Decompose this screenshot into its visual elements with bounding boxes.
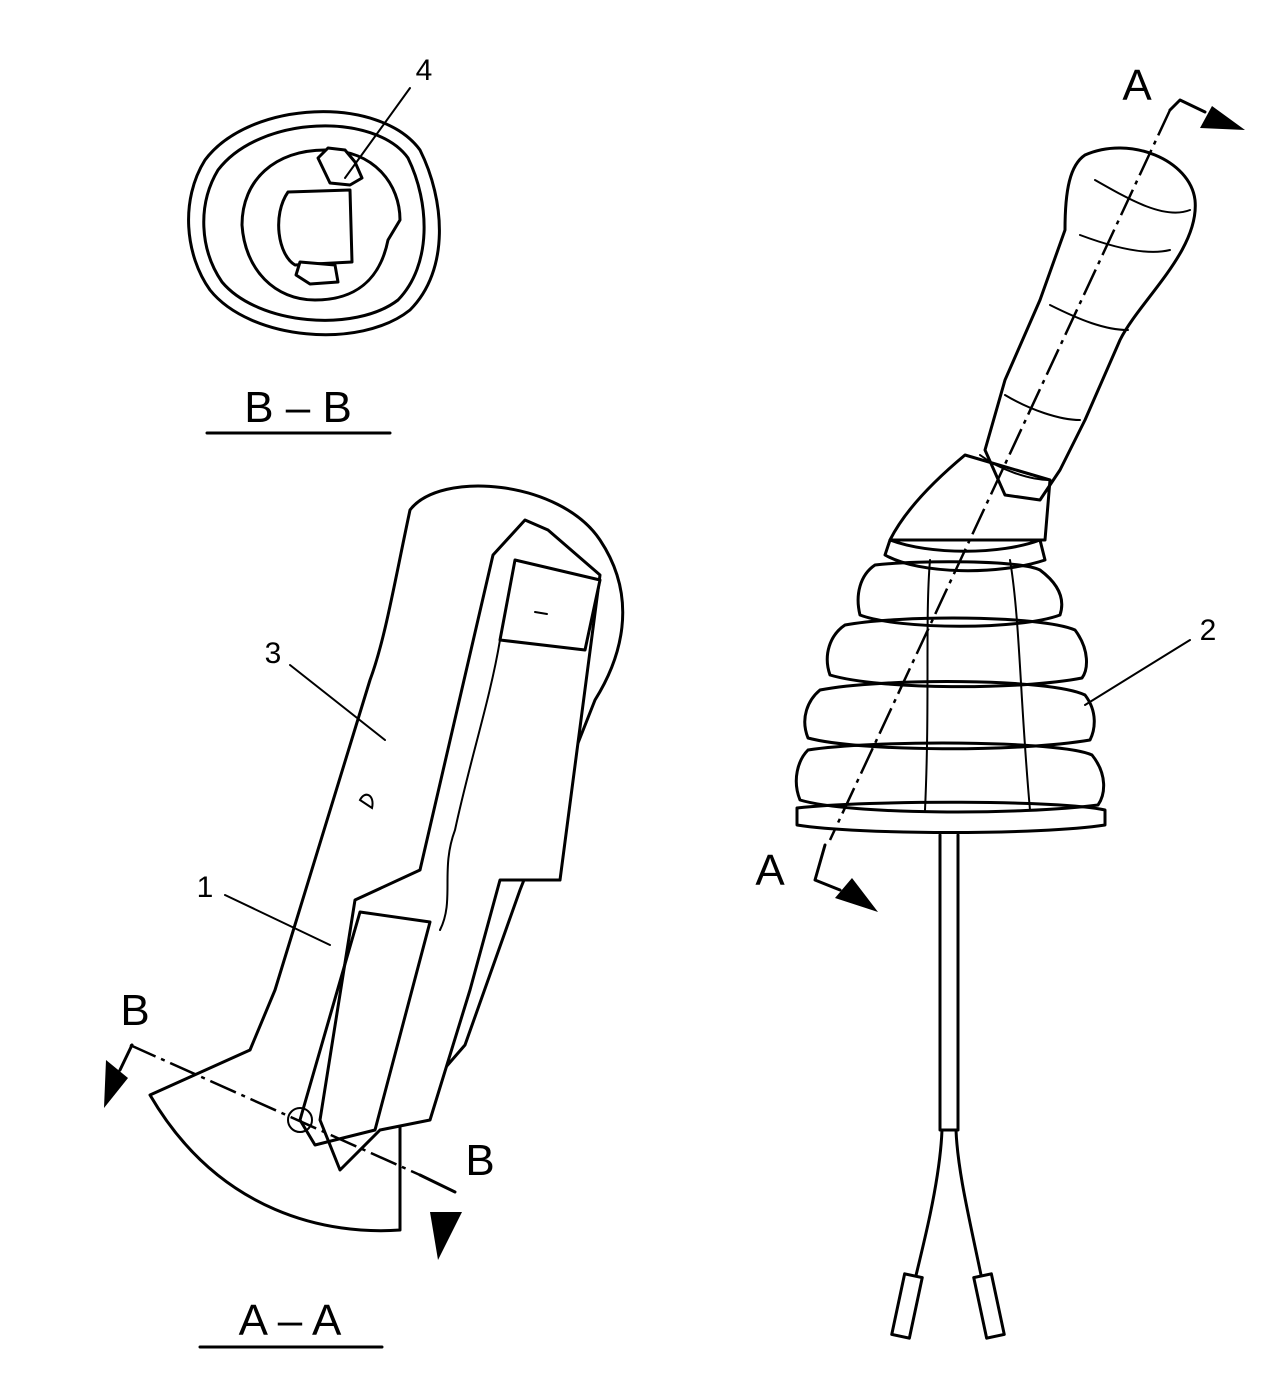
section-aa-view: B B 1 3 A – A bbox=[104, 484, 625, 1349]
aa-switch-block bbox=[498, 558, 602, 652]
boot-top bbox=[883, 538, 1047, 573]
bb-top-notch bbox=[316, 146, 364, 187]
grip-ring-1 bbox=[1049, 304, 1129, 331]
bb-center-bore bbox=[277, 188, 354, 267]
aa-hatched-shaft bbox=[298, 910, 432, 1147]
cut-arrow-bottom bbox=[835, 878, 878, 912]
cut-label-top: A bbox=[1122, 61, 1152, 110]
aa-handle-body bbox=[148, 484, 625, 1233]
section-aa-title: A – A bbox=[239, 1296, 342, 1345]
bb-bottom-notch bbox=[294, 260, 340, 286]
bb-hatched-core bbox=[240, 148, 402, 302]
aa-cut-arrow-right bbox=[430, 1212, 462, 1260]
boot-base bbox=[795, 800, 1107, 834]
callout-3: 3 bbox=[265, 637, 282, 670]
aa-cut-label-right: B bbox=[465, 1136, 494, 1185]
section-bb-view: 4 B – B bbox=[187, 54, 441, 435]
callout-4: 4 bbox=[416, 54, 433, 87]
aa-leader-1 bbox=[224, 894, 331, 946]
cut-tick-bottom bbox=[813, 843, 842, 892]
aa-wire bbox=[439, 639, 501, 931]
aa-cut-line-bb bbox=[129, 1043, 421, 1177]
aa-pivot-hole bbox=[287, 1107, 313, 1133]
callout-1: 1 bbox=[197, 871, 214, 904]
grip-ring-2 bbox=[1004, 394, 1081, 421]
assembly-view: A A 2 bbox=[755, 61, 1245, 1340]
grip-collar bbox=[888, 453, 1052, 542]
boot-fold-4 bbox=[794, 741, 1106, 814]
bb-leader-4 bbox=[344, 87, 411, 179]
boot-fold-3 bbox=[803, 680, 1096, 751]
aa-detent bbox=[358, 793, 374, 810]
cut-arrow-top bbox=[1200, 106, 1245, 130]
aa-switch-mark bbox=[534, 611, 548, 615]
aa-cut-label-left: B bbox=[120, 986, 149, 1035]
boot-crease-1 bbox=[924, 559, 931, 811]
bb-inner-outline bbox=[202, 124, 426, 322]
cable-sheath bbox=[938, 833, 960, 1132]
boot-fold-1 bbox=[856, 560, 1064, 628]
bb-outer-outline bbox=[187, 110, 441, 337]
aa-leader-3 bbox=[289, 664, 386, 741]
connector-left bbox=[890, 1272, 924, 1340]
grip-contour-1 bbox=[1094, 179, 1191, 214]
connector-right bbox=[972, 1272, 1006, 1340]
aa-cut-tick-left bbox=[118, 1043, 134, 1072]
aa-inner-cavity bbox=[318, 518, 602, 1172]
assembly-cut-line-aa bbox=[828, 109, 1172, 841]
boot-crease-2 bbox=[1009, 559, 1031, 811]
grip-outline bbox=[983, 146, 1197, 502]
aa-cut-arrow-left bbox=[104, 1060, 128, 1108]
callout-2: 2 bbox=[1200, 614, 1217, 647]
boot-fold-2 bbox=[825, 616, 1088, 689]
cut-tick-top bbox=[1168, 98, 1207, 114]
cut-label-bottom: A bbox=[755, 846, 785, 895]
aa-cut-tick-right bbox=[418, 1173, 457, 1194]
section-bb-title: B – B bbox=[244, 383, 352, 432]
leader-2 bbox=[1084, 639, 1191, 706]
grip-contour-2 bbox=[1079, 234, 1171, 253]
